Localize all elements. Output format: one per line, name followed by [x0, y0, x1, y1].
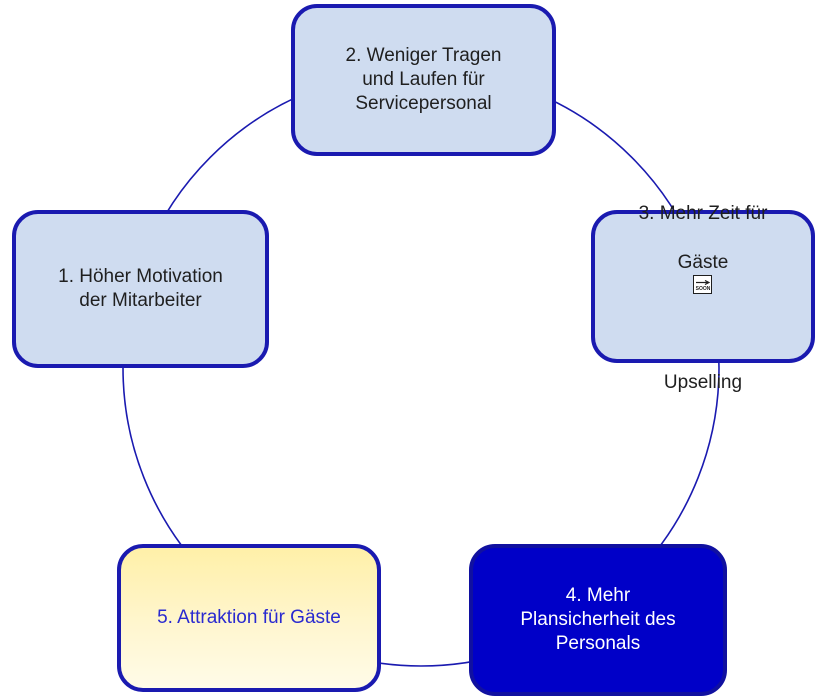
cycle-node-5-label: 5. Attraktion für Gäste	[157, 606, 341, 628]
cycle-node-4: 4. Mehr Plansicherheit des Personals	[469, 544, 727, 696]
cycle-node-4-label: 4. Mehr Plansicherheit des Personals	[520, 584, 676, 655]
cycle-node-5: 5. Attraktion für Gäste	[117, 544, 381, 692]
soon-arrow-icon: SOON	[693, 275, 713, 295]
cycle-node-3-text: 3. Mehr Zeit für Gäste SOON Upselling	[639, 178, 768, 395]
cycle-node-1: 1. Höher Motivation der Mitarbeiter	[12, 210, 269, 368]
cycle-node-3: 3. Mehr Zeit für Gäste SOON Upselling	[591, 203, 815, 393]
soon-arrow-glyph	[696, 280, 711, 286]
cycle-node-3-line3: Upselling	[663, 371, 743, 393]
soon-icon-text: SOON	[695, 286, 711, 293]
cycle-node-3-line1: 3. Mehr Zeit für	[638, 203, 768, 225]
cycle-node-2: 2. Weniger Tragen und Laufen für Service…	[291, 4, 556, 156]
cycle-node-3-line2: Gäste	[677, 252, 729, 274]
cycle-node-1-label: 1. Höher Motivation der Mitarbeiter	[58, 265, 223, 311]
cycle-node-2-label: 2. Weniger Tragen und Laufen für Service…	[345, 44, 502, 115]
